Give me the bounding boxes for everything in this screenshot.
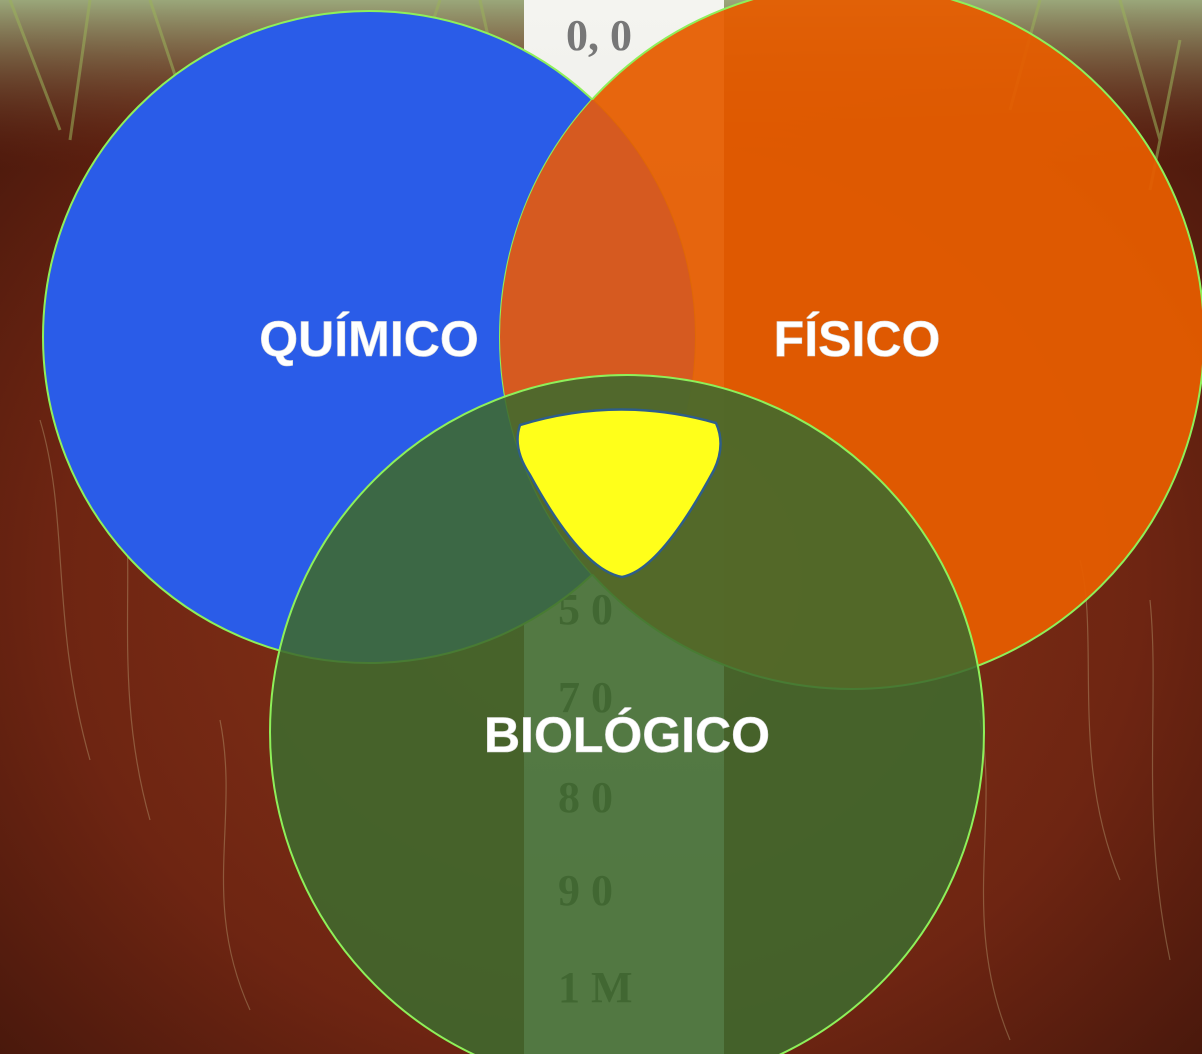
ruler-mark-top: 0, 0 [566,11,632,60]
fisico-label: FÍSICO [774,311,941,367]
quimico-label: QUÍMICO [259,311,478,367]
biologico-label: BIOLÓGICO [484,707,770,763]
